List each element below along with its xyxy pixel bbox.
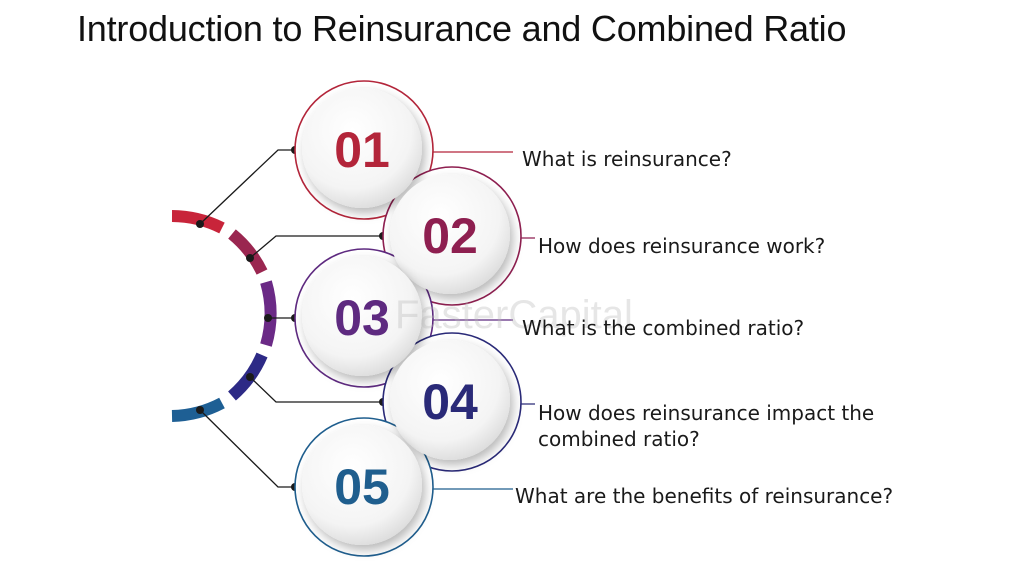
step-number-3: 03 bbox=[334, 290, 390, 346]
watermark: FasterCapital bbox=[395, 293, 633, 337]
step-disc-5 bbox=[302, 425, 422, 545]
arc-dot-3 bbox=[264, 314, 272, 322]
step-number-5: 05 bbox=[334, 459, 390, 515]
connector-line-5 bbox=[199, 409, 295, 488]
arc-segment-2 bbox=[228, 229, 268, 275]
step-label-3: What is the combined ratio? bbox=[522, 316, 805, 340]
step-badge-1: 01 bbox=[302, 88, 422, 208]
connector-line-4 bbox=[249, 376, 383, 403]
step-disc-3 bbox=[302, 256, 422, 376]
connector-line-1 bbox=[199, 149, 295, 225]
connector-line-2 bbox=[249, 235, 383, 259]
discs: 01 02 03 04 05 bbox=[302, 88, 510, 545]
arc-segment-3 bbox=[260, 280, 277, 347]
step-badge-4: 04 bbox=[390, 340, 510, 460]
step-badge-3: 03 bbox=[302, 256, 422, 376]
step-number-1: 01 bbox=[334, 122, 390, 178]
left-arc bbox=[171, 210, 277, 422]
step-label-2: How does reinsurance work? bbox=[538, 234, 826, 258]
arc-dot-5 bbox=[196, 406, 204, 414]
step-badge-5: 05 bbox=[302, 425, 422, 545]
page-title: Introduction to Reinsurance and Combined… bbox=[77, 8, 847, 49]
step-label-1: What is reinsurance? bbox=[522, 147, 732, 171]
arc-dot-4 bbox=[246, 373, 254, 381]
step-number-4: 04 bbox=[422, 374, 478, 430]
step-disc-1 bbox=[302, 88, 422, 208]
step-number-2: 02 bbox=[422, 208, 478, 264]
arc-segment-1 bbox=[171, 210, 225, 234]
arc-dot-2 bbox=[246, 254, 254, 262]
arc-dot-1 bbox=[196, 220, 204, 228]
step-disc-2 bbox=[390, 174, 510, 294]
step-label-5: What are the benefits of reinsurance? bbox=[515, 484, 894, 508]
step-badge-2: 02 bbox=[390, 174, 510, 294]
step-disc-4 bbox=[390, 340, 510, 460]
